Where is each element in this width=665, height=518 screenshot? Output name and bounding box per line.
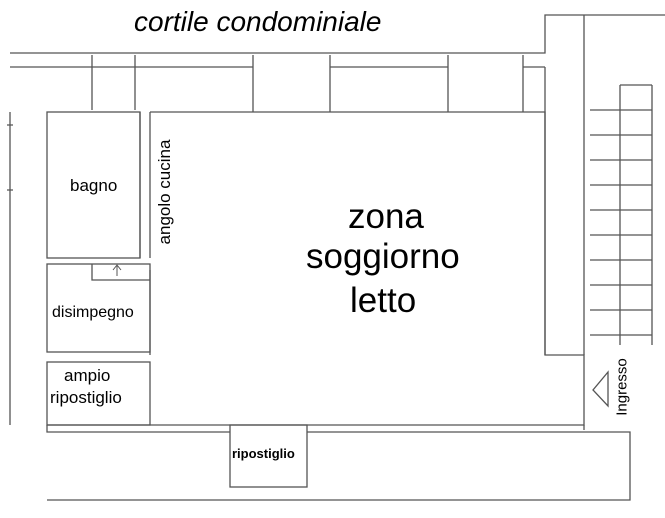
- entrance-label: Ingresso: [613, 358, 631, 416]
- window-center: [252, 55, 331, 112]
- disimpegno-room: [46, 263, 151, 353]
- bagno-room: [46, 111, 141, 259]
- room-label-angolo-cucina: angolo cucina: [155, 139, 174, 245]
- room-label-letto: letto: [350, 281, 417, 320]
- corridor-right-wall: [619, 85, 653, 345]
- room-label-ripostiglio-large: ripostiglio: [50, 388, 122, 407]
- disimpegno-stair: [91, 264, 150, 281]
- top-outer-wall: [10, 14, 665, 54]
- room-label-ripostiglio: ripostiglio: [232, 446, 295, 461]
- corridor-walls: [544, 15, 585, 430]
- room-label-zona: zona: [348, 197, 424, 236]
- room-label-bagno: bagno: [70, 176, 118, 195]
- room-label-disimpegno: disimpegno: [52, 304, 134, 321]
- bottom-wall-right: [47, 431, 631, 501]
- door-swing-arrow-icon: [112, 264, 122, 276]
- staircase-steps: [590, 84, 652, 336]
- entrance-arrow-icon: [592, 370, 609, 408]
- main-room-walls: [150, 111, 585, 426]
- room-label-soggiorno: soggiorno: [306, 237, 460, 276]
- ripostiglio-room: [229, 424, 308, 488]
- window-left: [91, 55, 136, 110]
- courtyard-label: cortile condominiale: [134, 6, 382, 37]
- room-label-ampio: ampio: [64, 366, 111, 385]
- bottom-wall-left: [46, 424, 230, 433]
- left-exterior-wall: [7, 112, 13, 425]
- window-right: [447, 55, 524, 112]
